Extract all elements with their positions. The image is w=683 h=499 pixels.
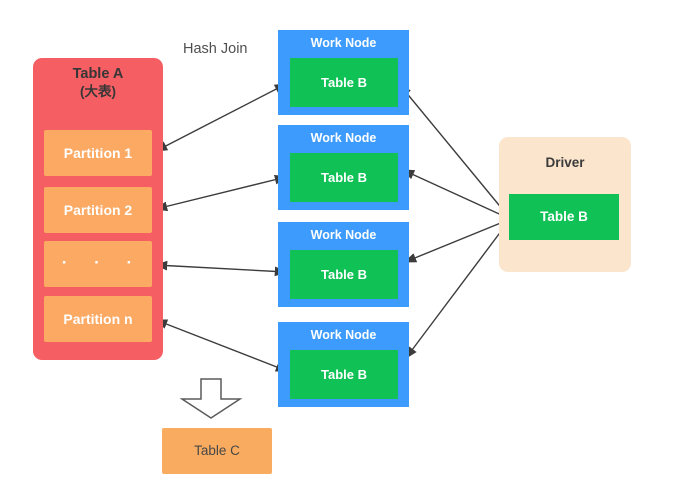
partition-1: Partition 1 xyxy=(44,130,152,176)
work-node-1-table-b: Table B xyxy=(290,58,398,107)
broadcast-arrows xyxy=(399,83,509,360)
work-node-3-table-b: Table B xyxy=(290,250,398,299)
work-node-1-label: Work Node xyxy=(310,36,377,50)
arrow-driver-node3 xyxy=(403,219,509,263)
arrow-driver-node2 xyxy=(401,169,509,219)
arrow-partition1-node1 xyxy=(154,83,288,152)
table-a-subtitle: (大表) xyxy=(80,84,116,99)
work-node-2-label: Work Node xyxy=(310,131,377,145)
work-node-2-table-b: Table B xyxy=(290,153,398,202)
partition-2: Partition 2 xyxy=(44,187,152,233)
arrow-partitionN-node4 xyxy=(154,319,289,372)
arrow-partition2-node2 xyxy=(154,174,288,212)
work-node-2: Work Node Table B xyxy=(278,125,409,210)
shuffle-arrows xyxy=(154,83,289,372)
table-a-title: Table A xyxy=(72,66,124,82)
work-node-4-label: Work Node xyxy=(310,328,377,342)
result-down-arrow-icon xyxy=(179,378,243,419)
work-node-3: Work Node Table B xyxy=(278,222,409,307)
work-node-1: Work Node Table B xyxy=(278,30,409,115)
arrow-driver-node1 xyxy=(399,83,509,217)
table-a-container: Table A (大表) Partition 1 Partition 2 · ·… xyxy=(33,58,163,360)
work-node-4: Work Node Table B xyxy=(278,322,409,407)
partition-ellipsis: · · · xyxy=(44,241,152,287)
driver-container: Driver Table B xyxy=(499,137,631,272)
work-node-4-table-b: Table B xyxy=(290,350,398,399)
arrow-partition3-node3 xyxy=(154,260,288,277)
table-c: Table C xyxy=(162,428,272,474)
driver-table-b: Table B xyxy=(509,194,619,240)
work-node-3-label: Work Node xyxy=(310,228,377,242)
diagram-title: Hash Join xyxy=(183,41,248,57)
arrow-driver-node4 xyxy=(405,221,509,360)
driver-label: Driver xyxy=(545,155,585,170)
partition-n: Partition n xyxy=(44,296,152,342)
